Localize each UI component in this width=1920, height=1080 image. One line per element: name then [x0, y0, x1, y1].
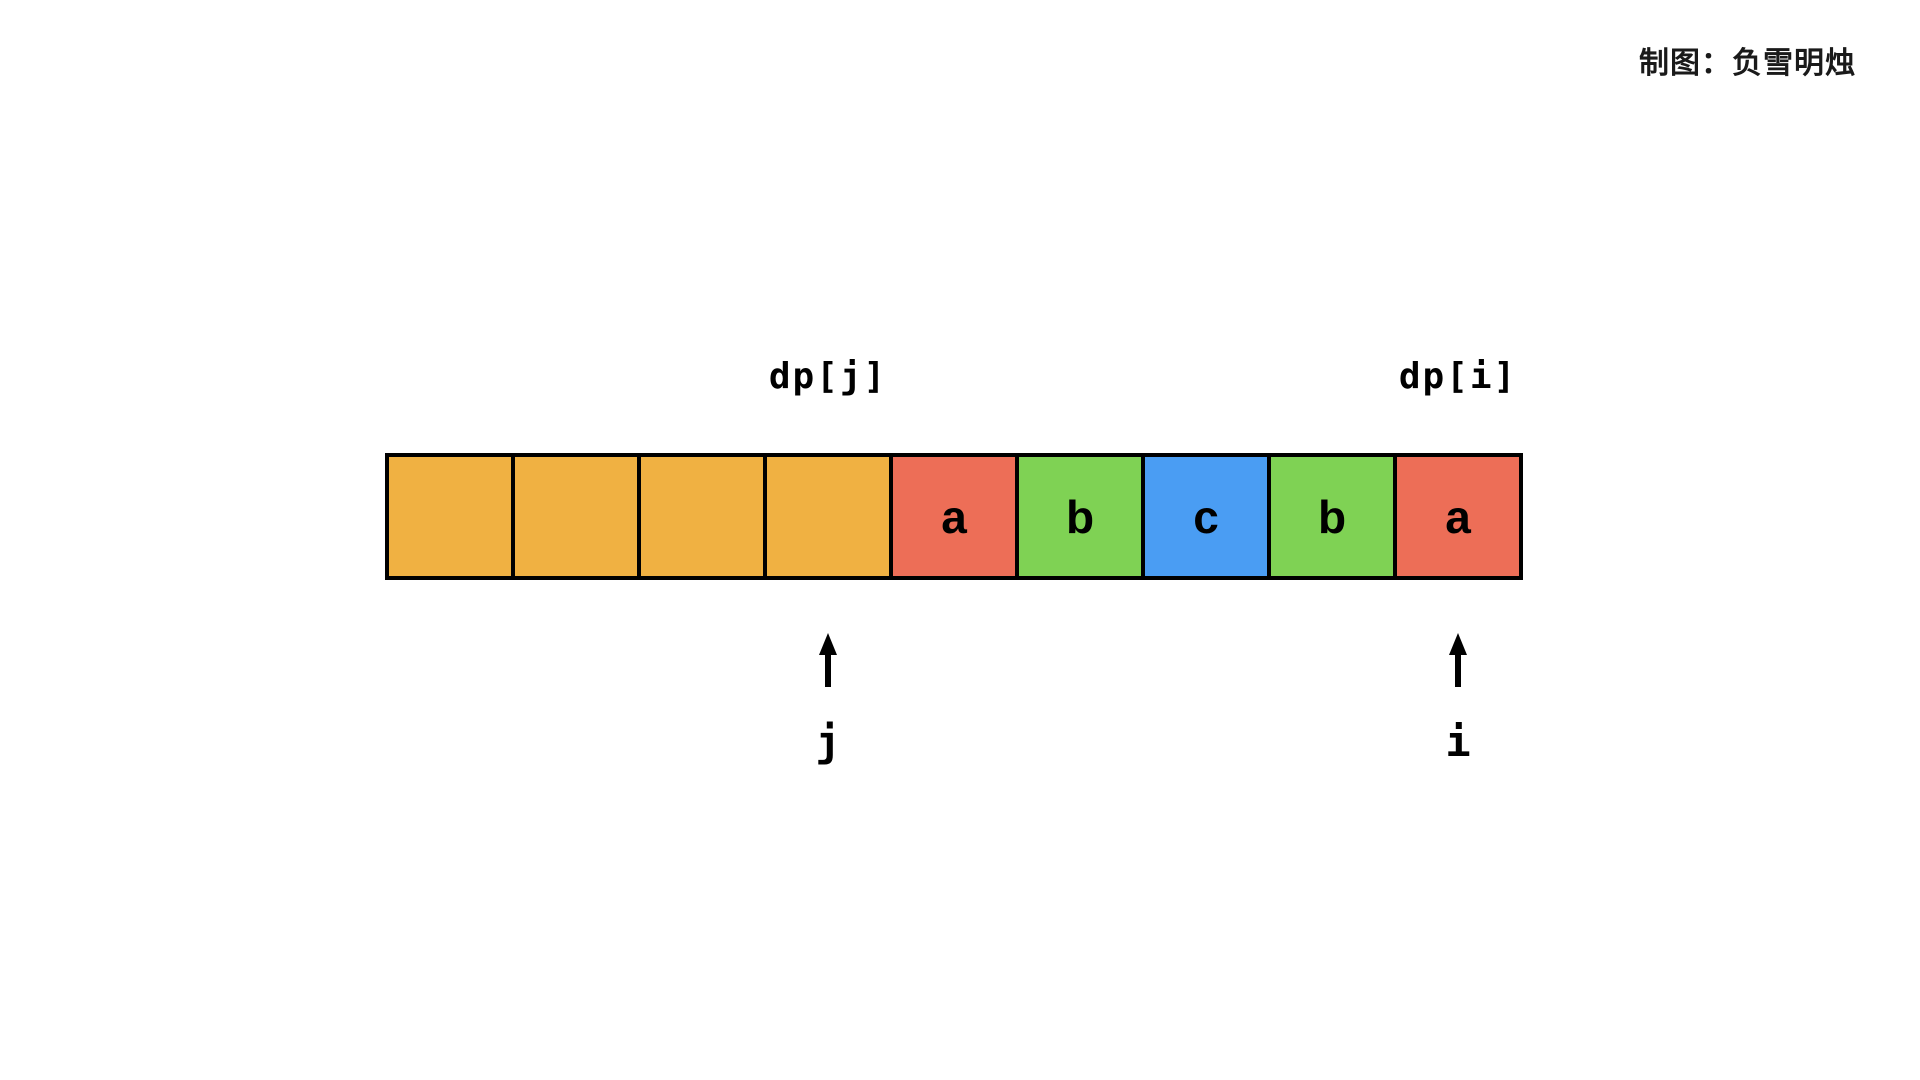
- dp-j-label: dp[j]: [768, 356, 888, 397]
- pointer-i: i: [1445, 633, 1471, 763]
- array-cell-6: c: [1141, 453, 1271, 580]
- dp-i-label: dp[i]: [1398, 356, 1518, 397]
- array-row: a b c b a: [385, 453, 1523, 580]
- array-cell-5: b: [1015, 453, 1145, 580]
- array-cell-3: [763, 453, 893, 580]
- up-arrow-icon: [819, 633, 837, 687]
- array-cell-7: b: [1267, 453, 1397, 580]
- array-cell-2: [637, 453, 767, 580]
- array-cell-4: a: [889, 453, 1019, 580]
- pointer-j-label: j: [815, 717, 841, 766]
- array-cell-0: [385, 453, 515, 580]
- pointer-i-label: i: [1445, 717, 1471, 766]
- array-cell-8: a: [1393, 453, 1523, 580]
- pointer-j: j: [815, 633, 841, 763]
- array-cell-1: [511, 453, 641, 580]
- up-arrow-icon: [1449, 633, 1467, 687]
- author-credit: 制图：负雪明烛: [1639, 47, 1856, 80]
